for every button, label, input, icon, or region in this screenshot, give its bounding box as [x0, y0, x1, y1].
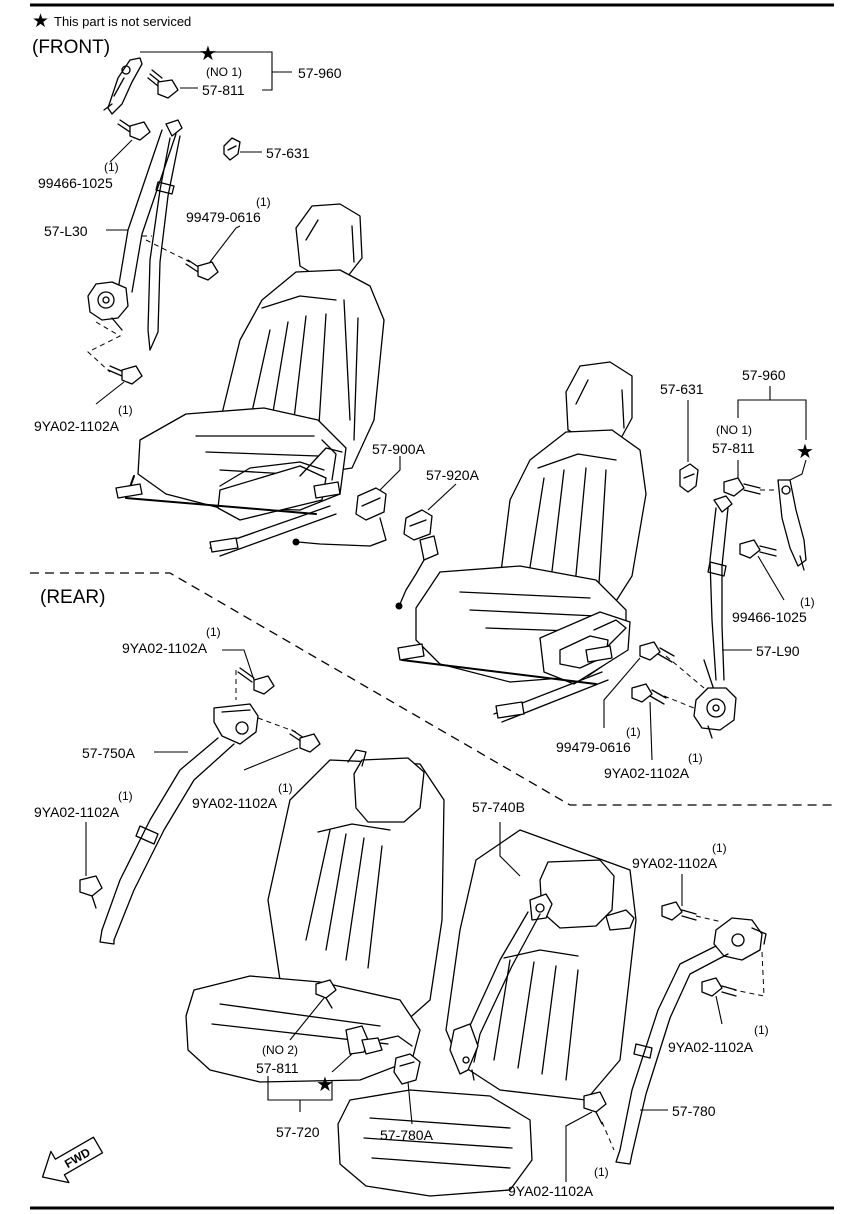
label-57-920A: 57-920A	[426, 467, 480, 483]
label-57-811-rear: 57-811	[256, 1060, 299, 1076]
bolt-9ya-rear-right-top	[661, 901, 697, 921]
label-qty-9ya-rear-top: (1)	[206, 625, 221, 639]
bolt-9ya-rear-mid	[289, 729, 321, 753]
label-qty-9ya-rear-right-top: (1)	[712, 841, 727, 855]
label-57-L90: 57-L90	[756, 643, 800, 659]
label-qty-9ya-rear-mid: (1)	[278, 781, 293, 795]
label-qty-99479-right: (1)	[626, 725, 641, 739]
label-99466-left: 99466-1025	[38, 175, 113, 191]
bolt-99479-left	[145, 239, 219, 281]
label-qty-99466-left: (1)	[104, 160, 119, 174]
label-57-960-front: 57-960	[298, 65, 342, 81]
label-57-780A: 57-780A	[380, 1127, 434, 1143]
label-57-L30: 57-L30	[44, 223, 88, 239]
label-57-631-left: 57-631	[266, 145, 310, 161]
bolt-99466-right	[739, 539, 777, 559]
buckle-57-720	[315, 979, 413, 1055]
clip-57-631-left	[223, 137, 241, 161]
section-rear-title: (REAR)	[40, 587, 105, 608]
bolt-9ya-rear-right-mid	[701, 977, 737, 997]
label-57-811-right: 57-811	[712, 440, 755, 456]
label-qty-9ya-rear-right-mid: (1)	[754, 1023, 769, 1037]
label-9ya-rear-right-mid: 9YA02-1102A	[668, 1039, 754, 1055]
retractor-57-L30	[87, 281, 129, 331]
section-front-title: (FRONT)	[32, 37, 110, 58]
star-icon: ★	[199, 43, 217, 65]
bolt-57-811-right	[723, 477, 776, 497]
label-no2: (NO 2)	[262, 1043, 298, 1057]
retractor-57-L90	[693, 687, 737, 739]
bolt-9ya-right	[631, 683, 667, 705]
label-qty-9ya-right: (1)	[688, 751, 703, 765]
bolt-57-811-front	[147, 69, 179, 99]
front-left-belt-assembly	[87, 57, 241, 385]
star-icon: ★	[316, 1074, 334, 1096]
bolt-57-811-rear	[315, 979, 337, 1009]
bolt-9ya-rear-bottom	[583, 1091, 607, 1125]
buckle-57-780A	[393, 1053, 421, 1085]
label-57-631-right: 57-631	[660, 381, 704, 397]
bolt-9ya-rear-left	[79, 875, 103, 909]
label-99479-right: 99479-0616	[556, 739, 631, 755]
front-right-seat	[397, 361, 647, 723]
label-57-811-front: 57-811	[202, 82, 245, 98]
rear-belt-57-750A	[79, 667, 321, 945]
label-57-960-right: 57-960	[742, 367, 786, 383]
buckle-57-920A	[395, 509, 439, 610]
label-qty-9ya-rear-bottom: (1)	[594, 1165, 609, 1179]
label-99466-right: 99466-1025	[732, 609, 807, 625]
front-left-seat	[115, 203, 385, 557]
label-qty-9ya-left: (1)	[118, 403, 133, 417]
rear-seat-cushions	[185, 975, 533, 1197]
leaders	[85, 51, 807, 1182]
label-9ya-rear-left: 9YA02-1102A	[34, 804, 120, 820]
label-99479-left: 99479-0616	[186, 209, 261, 225]
label-9ya-left: 9YA02-1102A	[34, 418, 120, 434]
label-9ya-rear-right-top: 9YA02-1102A	[632, 855, 718, 871]
bolt-99466-left	[117, 119, 151, 141]
label-57-740B: 57-740B	[472, 799, 525, 815]
label-57-720: 57-720	[276, 1124, 320, 1140]
star-icon: ★	[796, 441, 814, 463]
label-qty-9ya-rear-left: (1)	[118, 789, 133, 803]
star-icon: ★	[32, 11, 49, 32]
legend-note: ★ This part is not serviced	[32, 11, 191, 32]
rear-seat-backs	[267, 749, 637, 1101]
bolt-99479-right	[639, 641, 675, 663]
part-labels: 57-960 (NO 1) 57-811 (1) 99466-1025 57-6…	[34, 65, 815, 1199]
legend-note-text: This part is not serviced	[54, 14, 191, 29]
label-no1-front: (NO 1)	[206, 65, 242, 79]
label-57-780: 57-780	[672, 1103, 716, 1119]
label-qty-99466-right: (1)	[800, 595, 815, 609]
section-divider	[30, 572, 836, 806]
label-57-900A: 57-900A	[372, 441, 426, 457]
label-9ya-rear-top: 9YA02-1102A	[122, 640, 208, 656]
label-9ya-rear-mid: 9YA02-1102A	[192, 795, 278, 811]
label-qty-99479-left: (1)	[256, 195, 271, 209]
label-57-750A: 57-750A	[82, 745, 136, 761]
clip-57-631-right	[679, 463, 699, 493]
rear-right-belt-57-780	[583, 901, 767, 1165]
label-9ya-rear-bottom: 9YA02-1102A	[508, 1183, 594, 1199]
bolt-9ya-rear-top	[237, 667, 275, 695]
label-no1-right: (NO 1)	[716, 423, 752, 437]
label-9ya-right: 9YA02-1102A	[604, 765, 690, 781]
fwd-arrow-icon: FWD	[41, 1136, 104, 1184]
buckle-57-900A	[292, 487, 387, 547]
bolt-9ya-left	[107, 365, 143, 385]
front-right-belt-assembly	[631, 463, 807, 739]
